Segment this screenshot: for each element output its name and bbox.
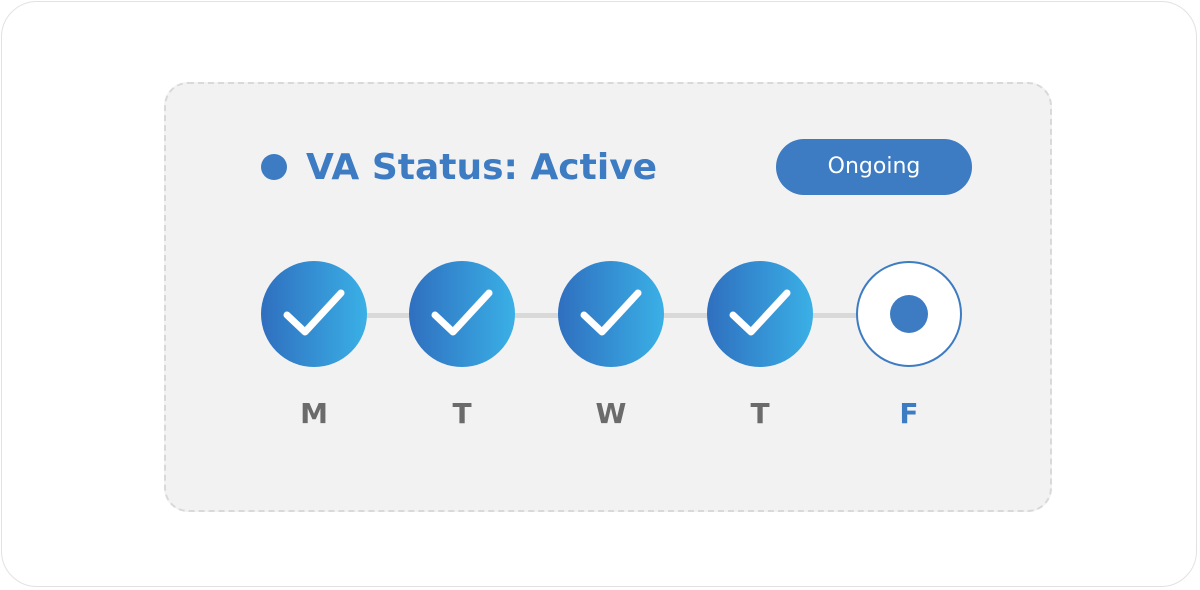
check-icon [283, 289, 345, 336]
status-indicator-dot [261, 154, 287, 180]
day-step-friday [856, 261, 962, 367]
day-step-wednesday [558, 261, 664, 367]
day-step-tuesday [409, 261, 515, 367]
day-label-tuesday: T [452, 397, 472, 430]
check-icon [431, 289, 493, 336]
day-step-monday [261, 261, 367, 367]
check-icon [580, 289, 642, 336]
day-step-thursday [707, 261, 813, 367]
status-card: VA Status: Active Ongoing M T [164, 82, 1052, 512]
day-label-friday: F [899, 397, 919, 430]
ongoing-badge: Ongoing [776, 139, 972, 195]
day-label-wednesday: W [595, 397, 627, 430]
check-icon [729, 289, 791, 336]
status-title: VA Status: Active [306, 147, 658, 188]
dot-icon [890, 295, 928, 333]
day-label-thursday: T [750, 397, 770, 430]
day-label-monday: M [300, 397, 328, 430]
